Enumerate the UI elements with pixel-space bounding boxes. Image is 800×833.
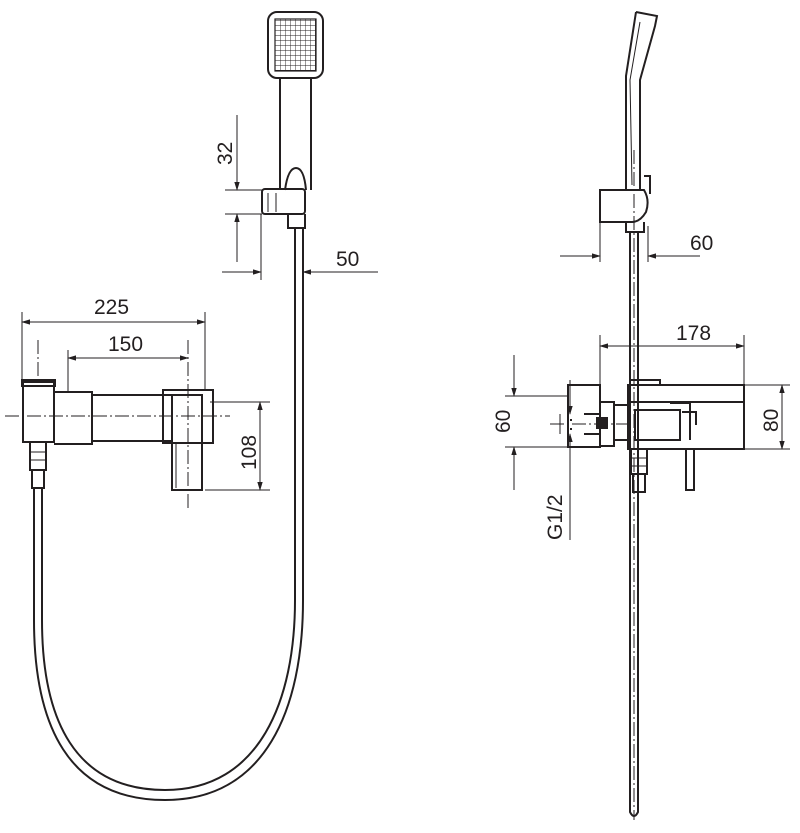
dim-front-handshower-offset: 32 bbox=[214, 115, 262, 262]
side-view: 60 178 80 60 G1/2 bbox=[492, 11, 790, 820]
dim-front-height: 108 bbox=[205, 401, 270, 491]
side-shower-holder bbox=[599, 189, 649, 233]
front-hose bbox=[41, 228, 296, 792]
dim-label-178: 178 bbox=[676, 322, 711, 345]
dim-side-thread: G1/2 bbox=[544, 380, 573, 540]
front-view: 32 50 225 150 108 bbox=[5, 11, 378, 802]
side-hand-shower bbox=[625, 11, 659, 194]
dim-label-108: 108 bbox=[238, 435, 261, 470]
dim-label-50: 50 bbox=[336, 248, 359, 271]
dim-side-flange-height: 60 bbox=[492, 355, 568, 490]
dim-front-overall-width: 225 bbox=[21, 296, 206, 390]
dim-label-150: 150 bbox=[108, 333, 143, 356]
front-mixer-body bbox=[5, 340, 230, 510]
dim-side-projection: 178 bbox=[599, 322, 745, 390]
dim-label-60-flange: 60 bbox=[492, 410, 515, 433]
dim-label-80: 80 bbox=[760, 409, 783, 432]
side-mixer-body bbox=[550, 150, 745, 820]
dim-label-32: 32 bbox=[214, 142, 237, 165]
dim-label-60-holder: 60 bbox=[690, 232, 713, 255]
front-hand-shower bbox=[267, 11, 324, 191]
front-hose bbox=[33, 228, 304, 802]
dim-side-body-height: 80 bbox=[744, 384, 790, 450]
front-shower-holder bbox=[261, 188, 306, 229]
dim-label-225: 225 bbox=[94, 296, 129, 319]
dim-front-holder-depth: 50 bbox=[222, 214, 378, 280]
dim-label-g1-2: G1/2 bbox=[544, 494, 567, 540]
dim-side-holder-projection: 60 bbox=[560, 222, 713, 262]
dim-front-centers: 150 bbox=[67, 333, 189, 392]
